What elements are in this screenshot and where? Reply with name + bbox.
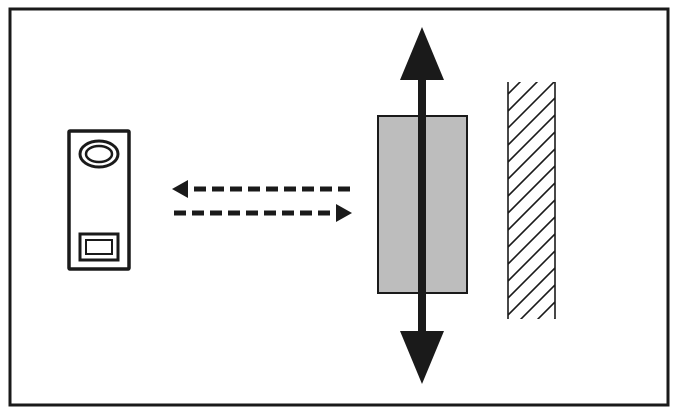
hatch-line <box>508 199 555 248</box>
photoelectric-sensor-icon <box>67 129 131 271</box>
hatch-line <box>508 165 555 214</box>
hatch-line <box>536 301 555 319</box>
hatch-line <box>519 284 555 319</box>
sensor-lens-inner <box>84 144 114 164</box>
dashed-arrow-left-icon <box>172 180 350 198</box>
hatch-line <box>508 182 555 231</box>
hatch-line <box>508 82 555 129</box>
sensor-window-inner <box>85 239 113 255</box>
hatch-line <box>508 250 555 299</box>
hatch-line <box>508 82 522 95</box>
hatched-wall-icon <box>507 82 556 319</box>
dashed-arrow-right-icon <box>174 204 352 222</box>
hatch-line <box>508 114 555 163</box>
hatch-line <box>508 267 555 316</box>
hatch-line <box>508 82 539 112</box>
hatch-line <box>508 97 555 146</box>
hatch-line <box>508 148 555 197</box>
hatch-line <box>508 233 555 282</box>
hatch-line <box>508 131 555 180</box>
double-arrow-vertical-icon <box>400 27 444 384</box>
hatch-line <box>508 216 555 265</box>
